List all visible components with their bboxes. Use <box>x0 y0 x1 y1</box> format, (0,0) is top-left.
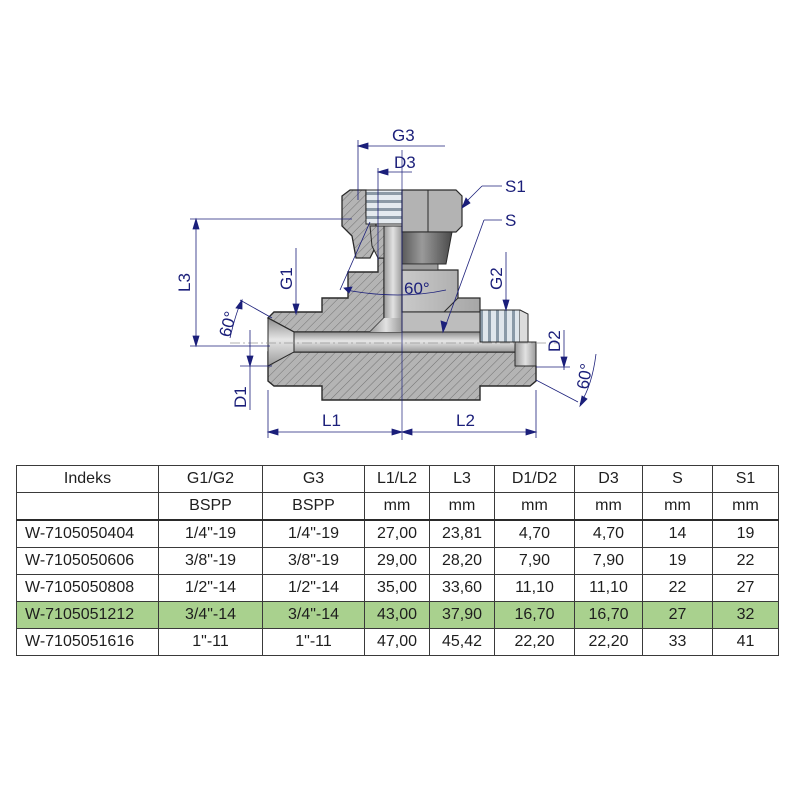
label-s1: S1 <box>505 177 526 196</box>
tee-fitting-drawing: G3 D3 S1 S L3 G1 G2 60° 60° 60° D1 D2 L1… <box>175 126 597 440</box>
header-g1-g2: G1/G2 <box>158 465 263 493</box>
table-cell: 1"-11 <box>158 628 263 656</box>
table-row: W-7105051616 1"-11 1"-11 47,00 45,42 22,… <box>16 628 779 656</box>
label-angle-right: 60° <box>573 362 596 391</box>
unit-cell: mm <box>364 492 430 521</box>
table-cell: 1/2"-14 <box>262 574 365 602</box>
label-l1: L1 <box>322 411 341 430</box>
unit-cell: mm <box>574 492 643 521</box>
table-cell: 4,70 <box>574 519 643 548</box>
table-cell: 28,20 <box>429 547 495 575</box>
table-cell: 1"-11 <box>262 628 365 656</box>
table-cell: 1/4"-19 <box>262 519 365 548</box>
unit-cell: BSPP <box>262 492 365 521</box>
table-cell: 22,20 <box>574 628 643 656</box>
label-s: S <box>505 211 516 230</box>
table-cell: 4,70 <box>494 519 575 548</box>
unit-cell: mm <box>712 492 779 521</box>
table-cell: 37,90 <box>429 601 495 629</box>
unit-cell: mm <box>642 492 713 521</box>
table-cell: 16,70 <box>494 601 575 629</box>
table-cell: 27,00 <box>364 519 430 548</box>
table-cell: 7,90 <box>574 547 643 575</box>
header-l3: L3 <box>429 465 495 493</box>
table-cell: 43,00 <box>364 601 430 629</box>
header-d3: D3 <box>574 465 643 493</box>
table-cell: 33 <box>642 628 713 656</box>
dimension-lines <box>190 140 597 438</box>
table-cell: 3/4"-14 <box>262 601 365 629</box>
label-g2: G2 <box>487 267 506 290</box>
table-row: W-7105050606 3/8"-19 3/8"-19 29,00 28,20… <box>16 547 779 575</box>
table-cell: 11,10 <box>574 574 643 602</box>
table-row: W-7105050404 1/4"-19 1/4"-19 27,00 23,81… <box>16 519 779 548</box>
table-cell: 27 <box>642 601 713 629</box>
label-d3: D3 <box>394 153 416 172</box>
header-s: S <box>642 465 713 493</box>
unit-cell: BSPP <box>158 492 263 521</box>
table-cell: 23,81 <box>429 519 495 548</box>
table-row-highlighted: W-7105051212 3/4"-14 3/4"-14 43,00 37,90… <box>16 601 779 629</box>
table-cell: 33,60 <box>429 574 495 602</box>
table-cell: 16,70 <box>574 601 643 629</box>
table-cell: 11,10 <box>494 574 575 602</box>
table-cell: 7,90 <box>494 547 575 575</box>
index-cell: W-7105051616 <box>16 628 159 656</box>
table-cell: 19 <box>642 547 713 575</box>
table-row: W-7105050808 1/2"-14 1/2"-14 35,00 33,60… <box>16 574 779 602</box>
table-cell: 3/8"-19 <box>262 547 365 575</box>
table-cell: 19 <box>712 519 779 548</box>
table-cell: 14 <box>642 519 713 548</box>
units-row: BSPP BSPP mm mm mm mm mm mm <box>16 492 779 521</box>
label-d2: D2 <box>545 330 564 352</box>
label-g1: G1 <box>277 267 296 290</box>
swivel-nut <box>341 189 463 271</box>
table-cell: 45,42 <box>429 628 495 656</box>
table-cell: 22 <box>642 574 713 602</box>
table-cell: 29,00 <box>364 547 430 575</box>
index-cell: W-7105050808 <box>16 574 159 602</box>
table-cell: 41 <box>712 628 779 656</box>
header-l1-l2: L1/L2 <box>364 465 430 493</box>
table-cell: 3/8"-19 <box>158 547 263 575</box>
header-d1-d2: D1/D2 <box>494 465 575 493</box>
label-l2: L2 <box>456 411 475 430</box>
label-angle-left: 60° <box>216 309 241 339</box>
unit-cell: mm <box>429 492 495 521</box>
header-s1: S1 <box>712 465 779 493</box>
index-cell: W-7105050606 <box>16 547 159 575</box>
label-g3: G3 <box>392 126 415 145</box>
index-cell: W-7105051212 <box>16 601 159 629</box>
table-cell: 1/4"-19 <box>158 519 263 548</box>
table-cell: 32 <box>712 601 779 629</box>
unit-cell <box>16 492 159 521</box>
table-cell: 35,00 <box>364 574 430 602</box>
label-l3: L3 <box>175 273 194 292</box>
header-indeks: Indeks <box>16 465 159 493</box>
dimensions-table: Indeks G1/G2 G3 L1/L2 L3 D1/D2 D3 S S1 B… <box>16 465 779 656</box>
label-d1: D1 <box>231 386 250 408</box>
table-cell: 1/2"-14 <box>158 574 263 602</box>
header-row: Indeks G1/G2 G3 L1/L2 L3 D1/D2 D3 S S1 <box>16 465 779 493</box>
table-cell: 47,00 <box>364 628 430 656</box>
table-cell: 22 <box>712 547 779 575</box>
table-cell: 22,20 <box>494 628 575 656</box>
table-cell: 27 <box>712 574 779 602</box>
dimension-labels: G3 D3 S1 S L3 G1 G2 60° 60° 60° D1 D2 L1… <box>175 126 596 430</box>
unit-cell: mm <box>494 492 575 521</box>
index-cell: W-7105050404 <box>16 519 159 548</box>
header-g3: G3 <box>262 465 365 493</box>
table-cell: 3/4"-14 <box>158 601 263 629</box>
label-angle-center: 60° <box>404 279 430 298</box>
